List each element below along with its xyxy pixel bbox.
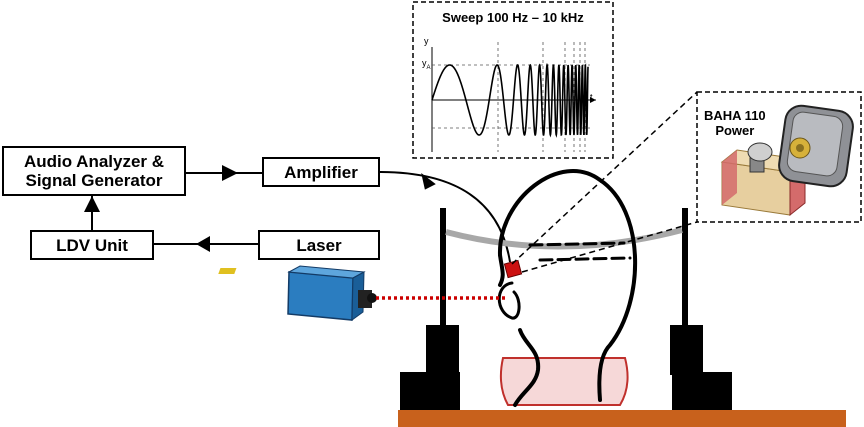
arrow-to-transducer (421, 172, 436, 190)
sweep-t-label: t (590, 92, 593, 102)
callout-lines (511, 91, 698, 273)
sweep-amplitude-label: yA (422, 58, 431, 71)
arrow-to-ldv (196, 236, 210, 252)
audio-analyzer-block: Audio Analyzer & Signal Generator (2, 146, 186, 196)
laser-device (218, 265, 377, 321)
transducer-mark (503, 259, 523, 279)
sweep-panel (412, 1, 614, 159)
sweep-waveform (431, 62, 589, 138)
head-holder (398, 208, 846, 427)
right-stand (672, 372, 732, 410)
base-plate (398, 410, 846, 427)
sweep-title: Sweep 100 Hz – 10 kHz (442, 10, 584, 25)
baha-label: BAHA 110 Power (704, 108, 766, 138)
headband (445, 227, 683, 250)
signal-connections (84, 165, 511, 263)
arrow-to-analyzer (84, 196, 100, 212)
sweep-y-label: y (424, 36, 429, 46)
arrow-to-amplifier (222, 165, 238, 181)
neck-support (499, 357, 629, 406)
left-stand (400, 372, 460, 410)
head-profile (497, 169, 638, 407)
amplifier-block: Amplifier (262, 157, 380, 187)
baha-callout (696, 91, 862, 223)
ldv-unit-block: LDV Unit (30, 230, 154, 260)
baha-processor (778, 104, 854, 188)
laser-block: Laser (258, 230, 380, 260)
